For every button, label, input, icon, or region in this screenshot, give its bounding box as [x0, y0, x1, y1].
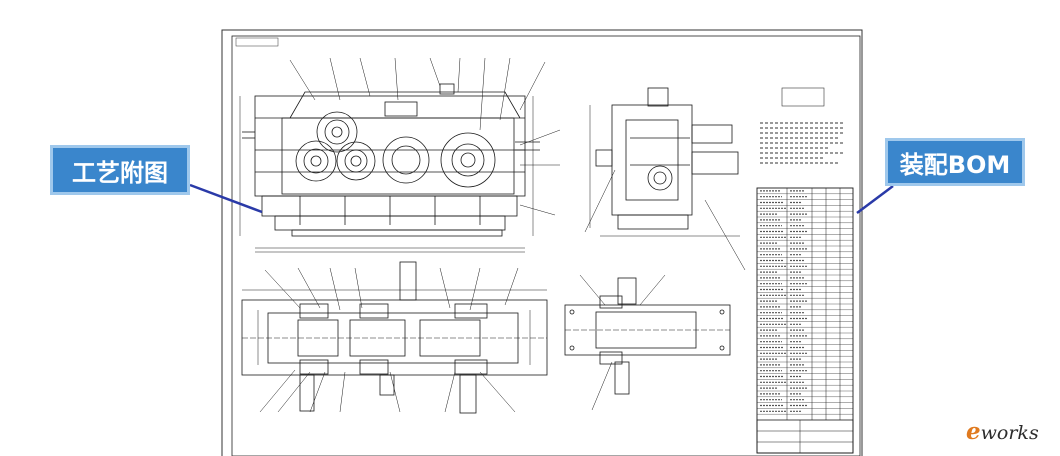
callout-process-drawing: 工艺附图	[50, 145, 190, 195]
bottom-section-view	[241, 261, 548, 414]
side-view	[584, 87, 746, 271]
bottom-middle-view	[564, 274, 731, 411]
bom-table-rows	[757, 190, 853, 415]
front-view-balloons	[289, 57, 561, 216]
leader-line-right	[856, 185, 894, 214]
front-view	[239, 83, 540, 253]
bom-table	[756, 187, 854, 454]
leader-line-left	[189, 183, 263, 214]
technical-notes	[760, 87, 845, 164]
drawing-frame	[231, 35, 861, 456]
bottom-view-balloons	[259, 267, 519, 413]
callout-assembly-bom: 装配BOM	[885, 138, 1025, 186]
drawing-code-box	[235, 37, 279, 47]
eworks-logo: eworks	[966, 418, 1039, 445]
drawing-sheet	[221, 29, 863, 456]
